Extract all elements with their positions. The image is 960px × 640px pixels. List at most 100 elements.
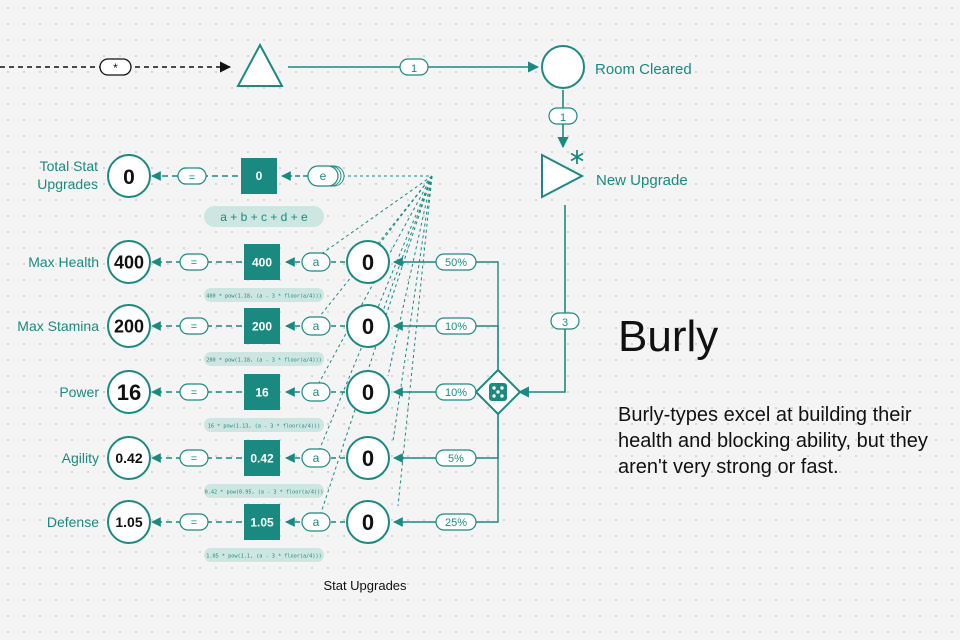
- total-source-label: e: [307, 165, 345, 187]
- stat-chance-edge[interactable]: [393, 321, 499, 370]
- svg-text:1: 1: [411, 63, 417, 75]
- stat-eq-label: =: [179, 383, 209, 401]
- room-cleared-label: Room Cleared: [595, 61, 692, 78]
- stat-formula: 16 * pow(1.13, (a - 3 * floor(a/4))): [204, 418, 324, 432]
- random-gate[interactable]: [474, 368, 522, 416]
- svg-text:16 * pow(1.13, (a - 3 * floor(: 16 * pow(1.13, (a - 3 * floor(a/4))): [208, 424, 320, 430]
- stat-pool-value: 1.05: [250, 516, 274, 530]
- stat-var-label: a: [301, 512, 331, 532]
- edge-dice-label: 3: [550, 312, 580, 330]
- total-register[interactable]: 0: [107, 154, 151, 198]
- stat-label: Max Health: [28, 254, 99, 270]
- stat-pool-value: 200: [252, 320, 272, 334]
- stat-counter-value: 0: [362, 250, 374, 275]
- total-pool[interactable]: 0: [241, 158, 277, 194]
- stat-counter-value: 0: [362, 314, 374, 339]
- stat-var-label: a: [301, 252, 331, 272]
- archetype-heading: Burly: [618, 312, 719, 361]
- svg-text:5%: 5%: [448, 453, 464, 465]
- stat-var-label: a: [301, 316, 331, 336]
- stat-chance-label: 50%: [435, 253, 477, 271]
- svg-text:10%: 10%: [445, 321, 467, 333]
- stat-register[interactable]: 16: [107, 370, 151, 414]
- stat-pool[interactable]: 0.42: [244, 440, 280, 476]
- stat-pool-value: 400: [252, 256, 272, 270]
- svg-text:e: e: [320, 169, 327, 183]
- svg-text:0.42 * pow(0.95, (a - 3 * floo: 0.42 * pow(0.95, (a - 3 * floor(a/4))): [205, 490, 324, 496]
- stat-counter[interactable]: 0: [346, 240, 390, 284]
- stat-value: 200: [114, 316, 144, 336]
- stat-value: 1.05: [115, 514, 142, 530]
- stat-register[interactable]: 200: [107, 304, 151, 348]
- total-eq-label: =: [177, 167, 207, 185]
- svg-text:=: =: [191, 453, 197, 465]
- svg-text:=: =: [191, 321, 197, 333]
- trigger-label: *: [99, 58, 132, 76]
- svg-text:=: =: [191, 387, 197, 399]
- svg-text:0: 0: [123, 166, 135, 189]
- svg-text:a: a: [313, 255, 320, 269]
- svg-text:1.05 * pow(1.1, (a - 3 * floor: 1.05 * pow(1.1, (a - 3 * floor(a/4))): [206, 554, 322, 560]
- svg-text:Total Stat: Total Stat: [40, 158, 98, 174]
- stat-counter[interactable]: 0: [346, 370, 390, 414]
- stat-chance-label: 5%: [435, 449, 477, 467]
- stat-counter[interactable]: 0: [346, 436, 390, 480]
- stat-register[interactable]: 0.42: [107, 436, 151, 480]
- stat-label: Max Stamina: [17, 318, 99, 334]
- stat-value: 16: [117, 380, 141, 405]
- stat-eq-label: =: [179, 449, 209, 467]
- stat-pool[interactable]: 200: [244, 308, 280, 344]
- svg-text:1: 1: [560, 112, 566, 124]
- svg-text:*: *: [113, 61, 118, 75]
- stat-label: Defense: [47, 514, 99, 530]
- svg-text:=: =: [191, 517, 197, 529]
- stat-rows: Max Health 400 = 400 400 * pow(1.18, (a - 3 …: [17, 240, 499, 562]
- new-upgrade-gate[interactable]: [541, 153, 585, 199]
- svg-text:25%: 25%: [445, 517, 467, 529]
- svg-text:a: a: [313, 385, 320, 399]
- stat-pool[interactable]: 1.05: [244, 504, 280, 540]
- svg-text:=: =: [191, 257, 197, 269]
- edge-room-label: 1: [399, 58, 429, 76]
- stat-row-max-stamina: Max Stamina 200 = 200 200 * pow(1.18, (a - 3…: [17, 304, 499, 370]
- svg-text:10%: 10%: [445, 387, 467, 399]
- stat-var-label: a: [301, 382, 331, 402]
- stat-counter-value: 0: [362, 380, 374, 405]
- diagram-caption: Stat Upgrades: [323, 578, 407, 593]
- stat-register[interactable]: 1.05: [107, 500, 151, 544]
- stat-formula: 200 * pow(1.18, (a - 3 * floor(a/4))): [204, 352, 324, 366]
- stat-pool-value: 0.42: [250, 452, 274, 466]
- trigger-gate-triangle[interactable]: [236, 42, 284, 87]
- svg-text:3: 3: [562, 317, 568, 329]
- stat-row-agility: Agility 0.42 = 0.42 0.42 * pow(0.95, (a - 3 …: [62, 414, 499, 498]
- stat-var-label: a: [301, 448, 331, 468]
- dice-icon: [489, 383, 507, 401]
- stat-pool-value: 16: [255, 386, 269, 400]
- stat-formula: 400 * pow(1.18, (a - 3 * floor(a/4))): [204, 288, 324, 302]
- stat-formula: 1.05 * pow(1.1, (a - 3 * floor(a/4))): [204, 548, 324, 562]
- total-stat-upgrades-label: Total Stat Upgrades: [37, 158, 98, 192]
- svg-text:a: a: [313, 319, 320, 333]
- total-formula: a + b + c + d + e: [204, 206, 324, 227]
- archetype-description: Burly-types excel at building their heal…: [618, 404, 928, 478]
- stat-label: Agility: [62, 450, 99, 466]
- stat-eq-label: =: [179, 253, 209, 271]
- new-upgrade-label: New Upgrade: [596, 172, 688, 189]
- stat-counter-value: 0: [362, 510, 374, 535]
- stat-pool[interactable]: 16: [244, 374, 280, 410]
- stat-counter[interactable]: 0: [346, 304, 390, 348]
- room-cleared-pool[interactable]: [541, 45, 585, 89]
- stat-pool[interactable]: 400: [244, 244, 280, 280]
- edge-to-dice[interactable]: [517, 205, 566, 398]
- stat-formula: 0.42 * pow(0.95, (a - 3 * floor(a/4))): [204, 484, 324, 498]
- stat-eq-label: =: [179, 513, 209, 531]
- svg-text:50%: 50%: [445, 257, 467, 269]
- stat-chance-label: 10%: [435, 383, 477, 401]
- stat-counter[interactable]: 0: [346, 500, 390, 544]
- stat-chance-edge[interactable]: [393, 414, 499, 527]
- stat-register[interactable]: 400: [107, 240, 151, 284]
- stat-label: Power: [59, 384, 99, 400]
- svg-text:a: a: [313, 451, 320, 465]
- svg-text:400 * pow(1.18, (a - 3 * floor: 400 * pow(1.18, (a - 3 * floor(a/4))): [206, 294, 322, 300]
